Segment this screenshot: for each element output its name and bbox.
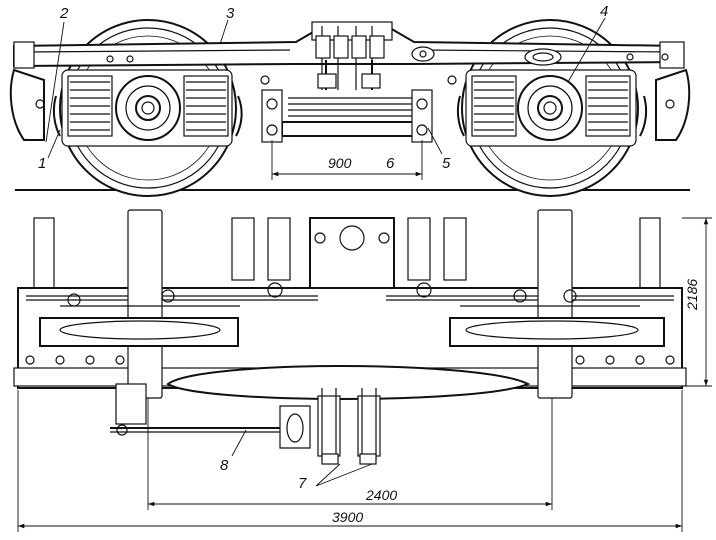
label-4: 4	[600, 3, 608, 20]
dimension-900: 900	[328, 155, 352, 171]
brake-levers	[317, 388, 381, 465]
label-3: 3	[226, 5, 235, 22]
bottom-beam	[166, 365, 531, 400]
label-8: 8	[220, 457, 229, 474]
side-view	[9, 17, 691, 197]
plan-bolts	[25, 282, 675, 365]
leaf-spring-right	[449, 305, 665, 347]
label-7: 7	[298, 475, 307, 492]
central-bolster	[311, 21, 393, 90]
brake-rod	[110, 383, 311, 449]
label-6: 6	[386, 155, 395, 172]
swing-link-left	[261, 89, 283, 143]
right-axle-springs	[471, 75, 631, 137]
right-axle-box	[517, 75, 583, 141]
dimension-3900: 3900	[332, 509, 363, 525]
left-axle-box	[115, 75, 181, 141]
frame-rivets	[35, 53, 675, 109]
label-2: 2	[59, 5, 69, 22]
label-5: 5	[442, 155, 451, 172]
dimension-2186: 2186	[684, 279, 700, 311]
label-1: 1	[38, 155, 46, 172]
leaf-spring-left	[39, 305, 240, 347]
swing-link-right	[411, 89, 433, 143]
central-springs	[281, 97, 419, 137]
plan-view	[13, 209, 712, 532]
left-axle-springs	[67, 75, 229, 137]
dimension-2400: 2400	[365, 487, 397, 503]
